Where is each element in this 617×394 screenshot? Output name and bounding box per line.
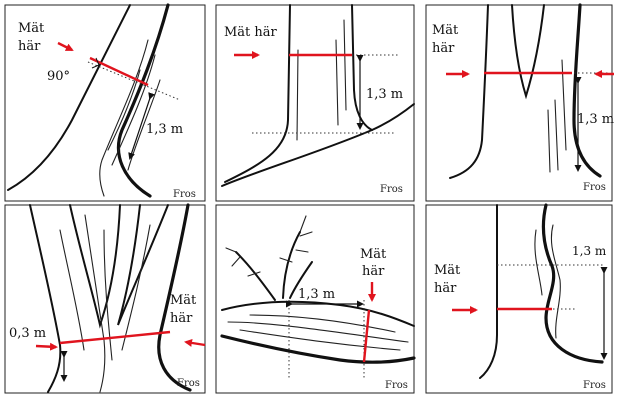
signature: Fros [385, 380, 408, 391]
distance-label: 1,3 m [577, 112, 614, 127]
distance-label: 1,3 m [366, 87, 403, 102]
panel-leaning-tree: Mät här 90° 1,3 m Fros [5, 5, 205, 201]
signature: Fros [583, 182, 606, 193]
red-arrow [58, 43, 72, 50]
trunk-right-outline [352, 5, 372, 130]
measure-here-label: här [434, 281, 457, 296]
branch [300, 232, 312, 236]
fork-inner-outline [70, 205, 120, 325]
signature: Fros [380, 184, 403, 195]
panel-swollen-trunk: Mät här 1,3 m Fros [426, 205, 612, 393]
distance-label: 0,3 m [9, 326, 46, 341]
branch [226, 248, 236, 252]
bark-line [250, 315, 395, 332]
panel-frame [426, 205, 612, 393]
signature: Fros [173, 189, 196, 200]
trunk-left-outline [30, 205, 60, 392]
measure-here-label: här [432, 41, 455, 56]
bark-line [336, 40, 338, 125]
branch [280, 258, 292, 262]
signature: Fros [583, 380, 606, 391]
measure-here-label: här [170, 311, 193, 326]
distance-label: 1,3 m [146, 122, 183, 137]
bark-line [555, 100, 558, 170]
distance-label: 1,3 m [572, 244, 607, 258]
bark-line [535, 230, 542, 295]
panel-forked-tree: Mät här 1,3 m Fros [426, 5, 614, 201]
measure-here-label: Mät [434, 263, 461, 278]
panel-fallen-tree: Mät här 1,3 m Fros [216, 205, 414, 393]
measure-here-label: Mät här [224, 25, 278, 40]
measure-here-label: här [362, 264, 385, 279]
measure-here-label: Mät [170, 293, 197, 308]
bark-line [297, 50, 298, 140]
trunk-left-outline [480, 205, 497, 378]
panel-tree-on-slope: Mät här 1,3 m Fros [216, 5, 414, 201]
measure-here-label: Mät [18, 21, 45, 36]
branch [236, 252, 275, 300]
distance-label: 1,3 m [298, 287, 335, 302]
trunk-right-outline [118, 5, 168, 196]
measure-here-label: Mät [360, 247, 387, 262]
branch [296, 250, 308, 252]
bark-line [344, 20, 346, 110]
measurement-axis-dotted [88, 62, 180, 100]
fork-inner-outline [118, 205, 168, 325]
red-arrow-right [186, 342, 205, 345]
measurement-line [60, 332, 170, 343]
ground-slope [222, 104, 414, 186]
branch [300, 216, 306, 232]
branch [232, 257, 240, 266]
signature: Fros [177, 378, 200, 389]
red-arrow-left [36, 346, 56, 347]
bark-line [548, 110, 550, 172]
measure-here-label: Mät [432, 23, 459, 38]
fork-inner-outline [512, 5, 544, 96]
measure-here-label: här [18, 39, 41, 54]
panel-low-fork: 0,3 m Mät här Fros [5, 205, 205, 393]
angle-label: 90° [47, 69, 70, 84]
